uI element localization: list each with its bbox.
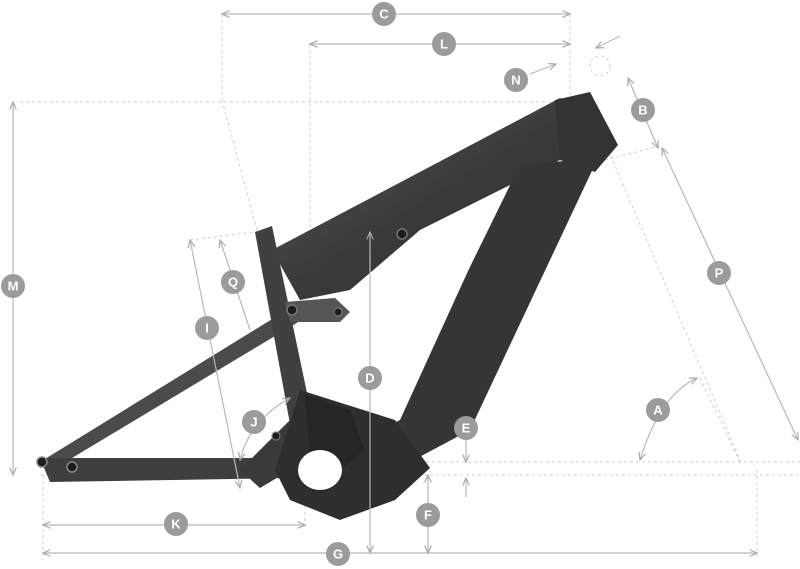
svg-text:F: F bbox=[424, 508, 432, 523]
badge-e: E bbox=[454, 416, 478, 440]
badge-l: L bbox=[432, 32, 456, 56]
badge-c: C bbox=[372, 2, 396, 26]
badge-m: M bbox=[1, 274, 25, 298]
dimension-badges: C L N B P A M Q I D J E F K G bbox=[1, 2, 731, 566]
svg-text:I: I bbox=[205, 321, 209, 336]
svg-text:G: G bbox=[333, 547, 343, 562]
badge-j: J bbox=[242, 410, 266, 434]
svg-text:K: K bbox=[171, 517, 181, 532]
svg-text:J: J bbox=[250, 415, 257, 430]
badge-k: K bbox=[164, 512, 188, 536]
badge-q: Q bbox=[221, 270, 245, 294]
pivot-rocker bbox=[286, 304, 298, 316]
pivot-top bbox=[396, 228, 408, 240]
pivot-main bbox=[271, 431, 281, 441]
svg-text:D: D bbox=[365, 371, 374, 386]
badge-n: N bbox=[504, 68, 528, 92]
svg-text:L: L bbox=[440, 37, 448, 52]
rocker-link bbox=[285, 298, 350, 322]
svg-text:N: N bbox=[511, 73, 520, 88]
bike-frame bbox=[36, 92, 618, 520]
badge-b: B bbox=[631, 98, 655, 122]
dimension-lines bbox=[13, 14, 798, 553]
pivot-rocker-front bbox=[333, 307, 343, 317]
dropout-upper bbox=[36, 456, 48, 468]
svg-text:P: P bbox=[715, 266, 724, 281]
top-tube bbox=[272, 98, 600, 300]
badge-p: P bbox=[707, 261, 731, 285]
badge-f: F bbox=[416, 503, 440, 527]
head-tube bbox=[555, 92, 618, 172]
svg-text:C: C bbox=[379, 7, 389, 22]
svg-text:E: E bbox=[462, 421, 471, 436]
svg-text:Q: Q bbox=[228, 275, 238, 290]
svg-text:A: A bbox=[653, 403, 663, 418]
svg-text:B: B bbox=[638, 103, 647, 118]
dropout-lower bbox=[66, 461, 78, 473]
badge-d: D bbox=[358, 366, 382, 390]
badge-g: G bbox=[326, 542, 350, 566]
down-tube bbox=[380, 158, 598, 470]
badge-i: I bbox=[195, 316, 219, 340]
badge-a: A bbox=[646, 398, 670, 422]
svg-text:M: M bbox=[8, 279, 19, 294]
